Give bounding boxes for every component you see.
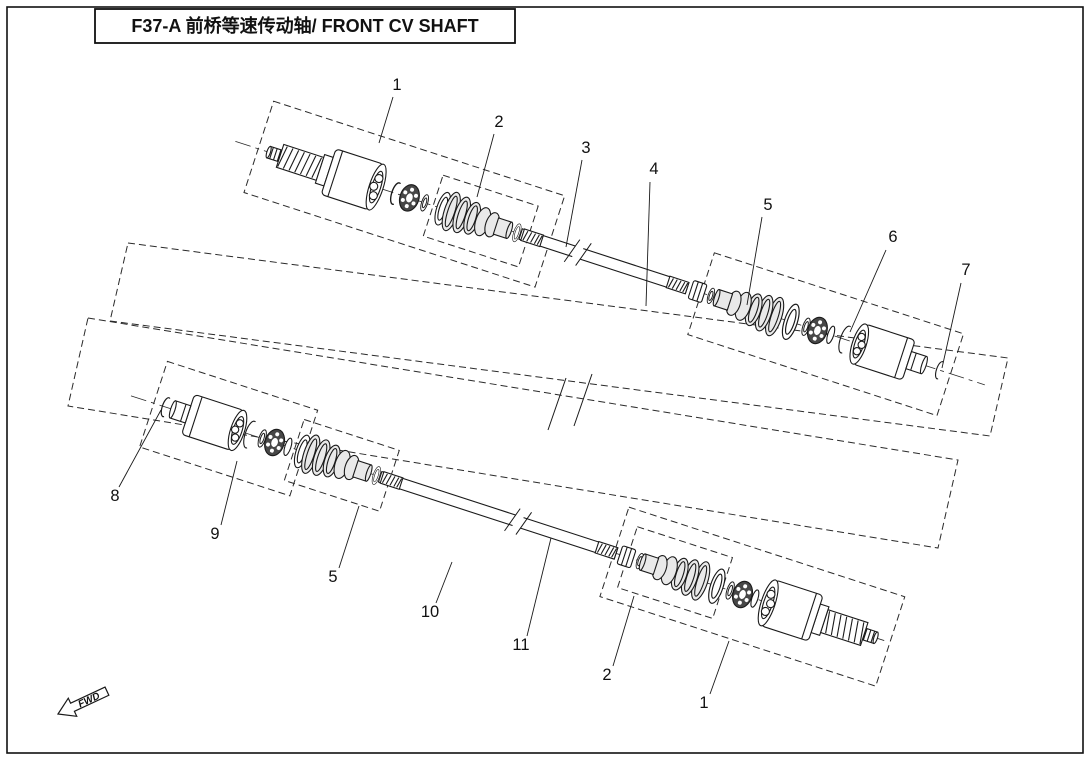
callout-3: 3 xyxy=(565,139,591,248)
shaft-break-mark xyxy=(563,239,581,263)
leader-line xyxy=(526,537,552,637)
callouts: 1 2 3 4 5 6 7 8 xyxy=(110,76,970,712)
leader-line xyxy=(476,133,495,198)
box-break-mark xyxy=(547,377,567,431)
page-title: F37-A 前桥等速传动轴/ FRONT CV SHAFT xyxy=(131,15,478,36)
callout-10: 10 xyxy=(421,561,453,621)
callout-4: 4 xyxy=(645,160,659,307)
callout-label: 10 xyxy=(421,603,439,621)
callout-label: 6 xyxy=(888,228,897,246)
shaft-break-mark xyxy=(504,508,521,532)
fwd-arrow-shape xyxy=(56,686,110,718)
callout-1b: 1 xyxy=(699,640,730,712)
callout-1: 1 xyxy=(378,76,402,144)
callout-11: 11 xyxy=(512,537,552,654)
callout-label: 11 xyxy=(512,636,529,654)
callout-label: 2 xyxy=(494,113,503,131)
lower-cv-shaft-assembly xyxy=(130,360,906,687)
callout-label: 2 xyxy=(602,666,611,684)
leader-line xyxy=(645,181,651,307)
leader-line xyxy=(941,282,962,369)
callout-7: 7 xyxy=(941,261,971,369)
shaft-break-mark xyxy=(515,512,532,535)
diagram-art xyxy=(67,100,1009,687)
callout-2: 2 xyxy=(476,113,504,198)
leader-line xyxy=(746,216,763,306)
callout-label: 5 xyxy=(763,196,772,214)
leader-line xyxy=(612,595,635,667)
callout-label: 1 xyxy=(699,694,708,712)
leader-line xyxy=(709,640,730,695)
callout-label: 1 xyxy=(392,76,401,94)
callout-label: 7 xyxy=(961,261,970,279)
leader-line xyxy=(220,460,238,526)
callout-label: 3 xyxy=(581,139,590,157)
leader-line xyxy=(378,96,394,144)
leader-line xyxy=(338,505,360,569)
upper-cv-shaft-assembly xyxy=(235,100,985,417)
lower-assembly-boundary-box xyxy=(67,317,959,549)
box-break-mark xyxy=(573,373,593,427)
callout-5: 5 xyxy=(746,196,773,306)
title-box: F37-A 前桥等速传动轴/ FRONT CV SHAFT xyxy=(94,8,516,44)
page-border xyxy=(6,6,1084,754)
callout-8: 8 xyxy=(110,409,162,505)
leader-line xyxy=(118,409,162,488)
callout-label: 8 xyxy=(110,487,119,505)
upper-assembly-boundary-box xyxy=(109,242,1009,437)
callout-label: 4 xyxy=(649,160,658,178)
callout-label: 5 xyxy=(328,568,337,586)
leader-line xyxy=(435,561,453,604)
title-box-frame xyxy=(94,8,516,44)
leader-line xyxy=(849,249,887,333)
callout-label: 9 xyxy=(210,525,219,543)
callout-5b: 5 xyxy=(328,505,360,586)
callout-2b: 2 xyxy=(602,595,635,684)
shaft-break-mark xyxy=(575,243,592,266)
callout-6: 6 xyxy=(849,228,898,333)
callout-9: 9 xyxy=(210,460,238,543)
leader-line xyxy=(565,159,583,248)
